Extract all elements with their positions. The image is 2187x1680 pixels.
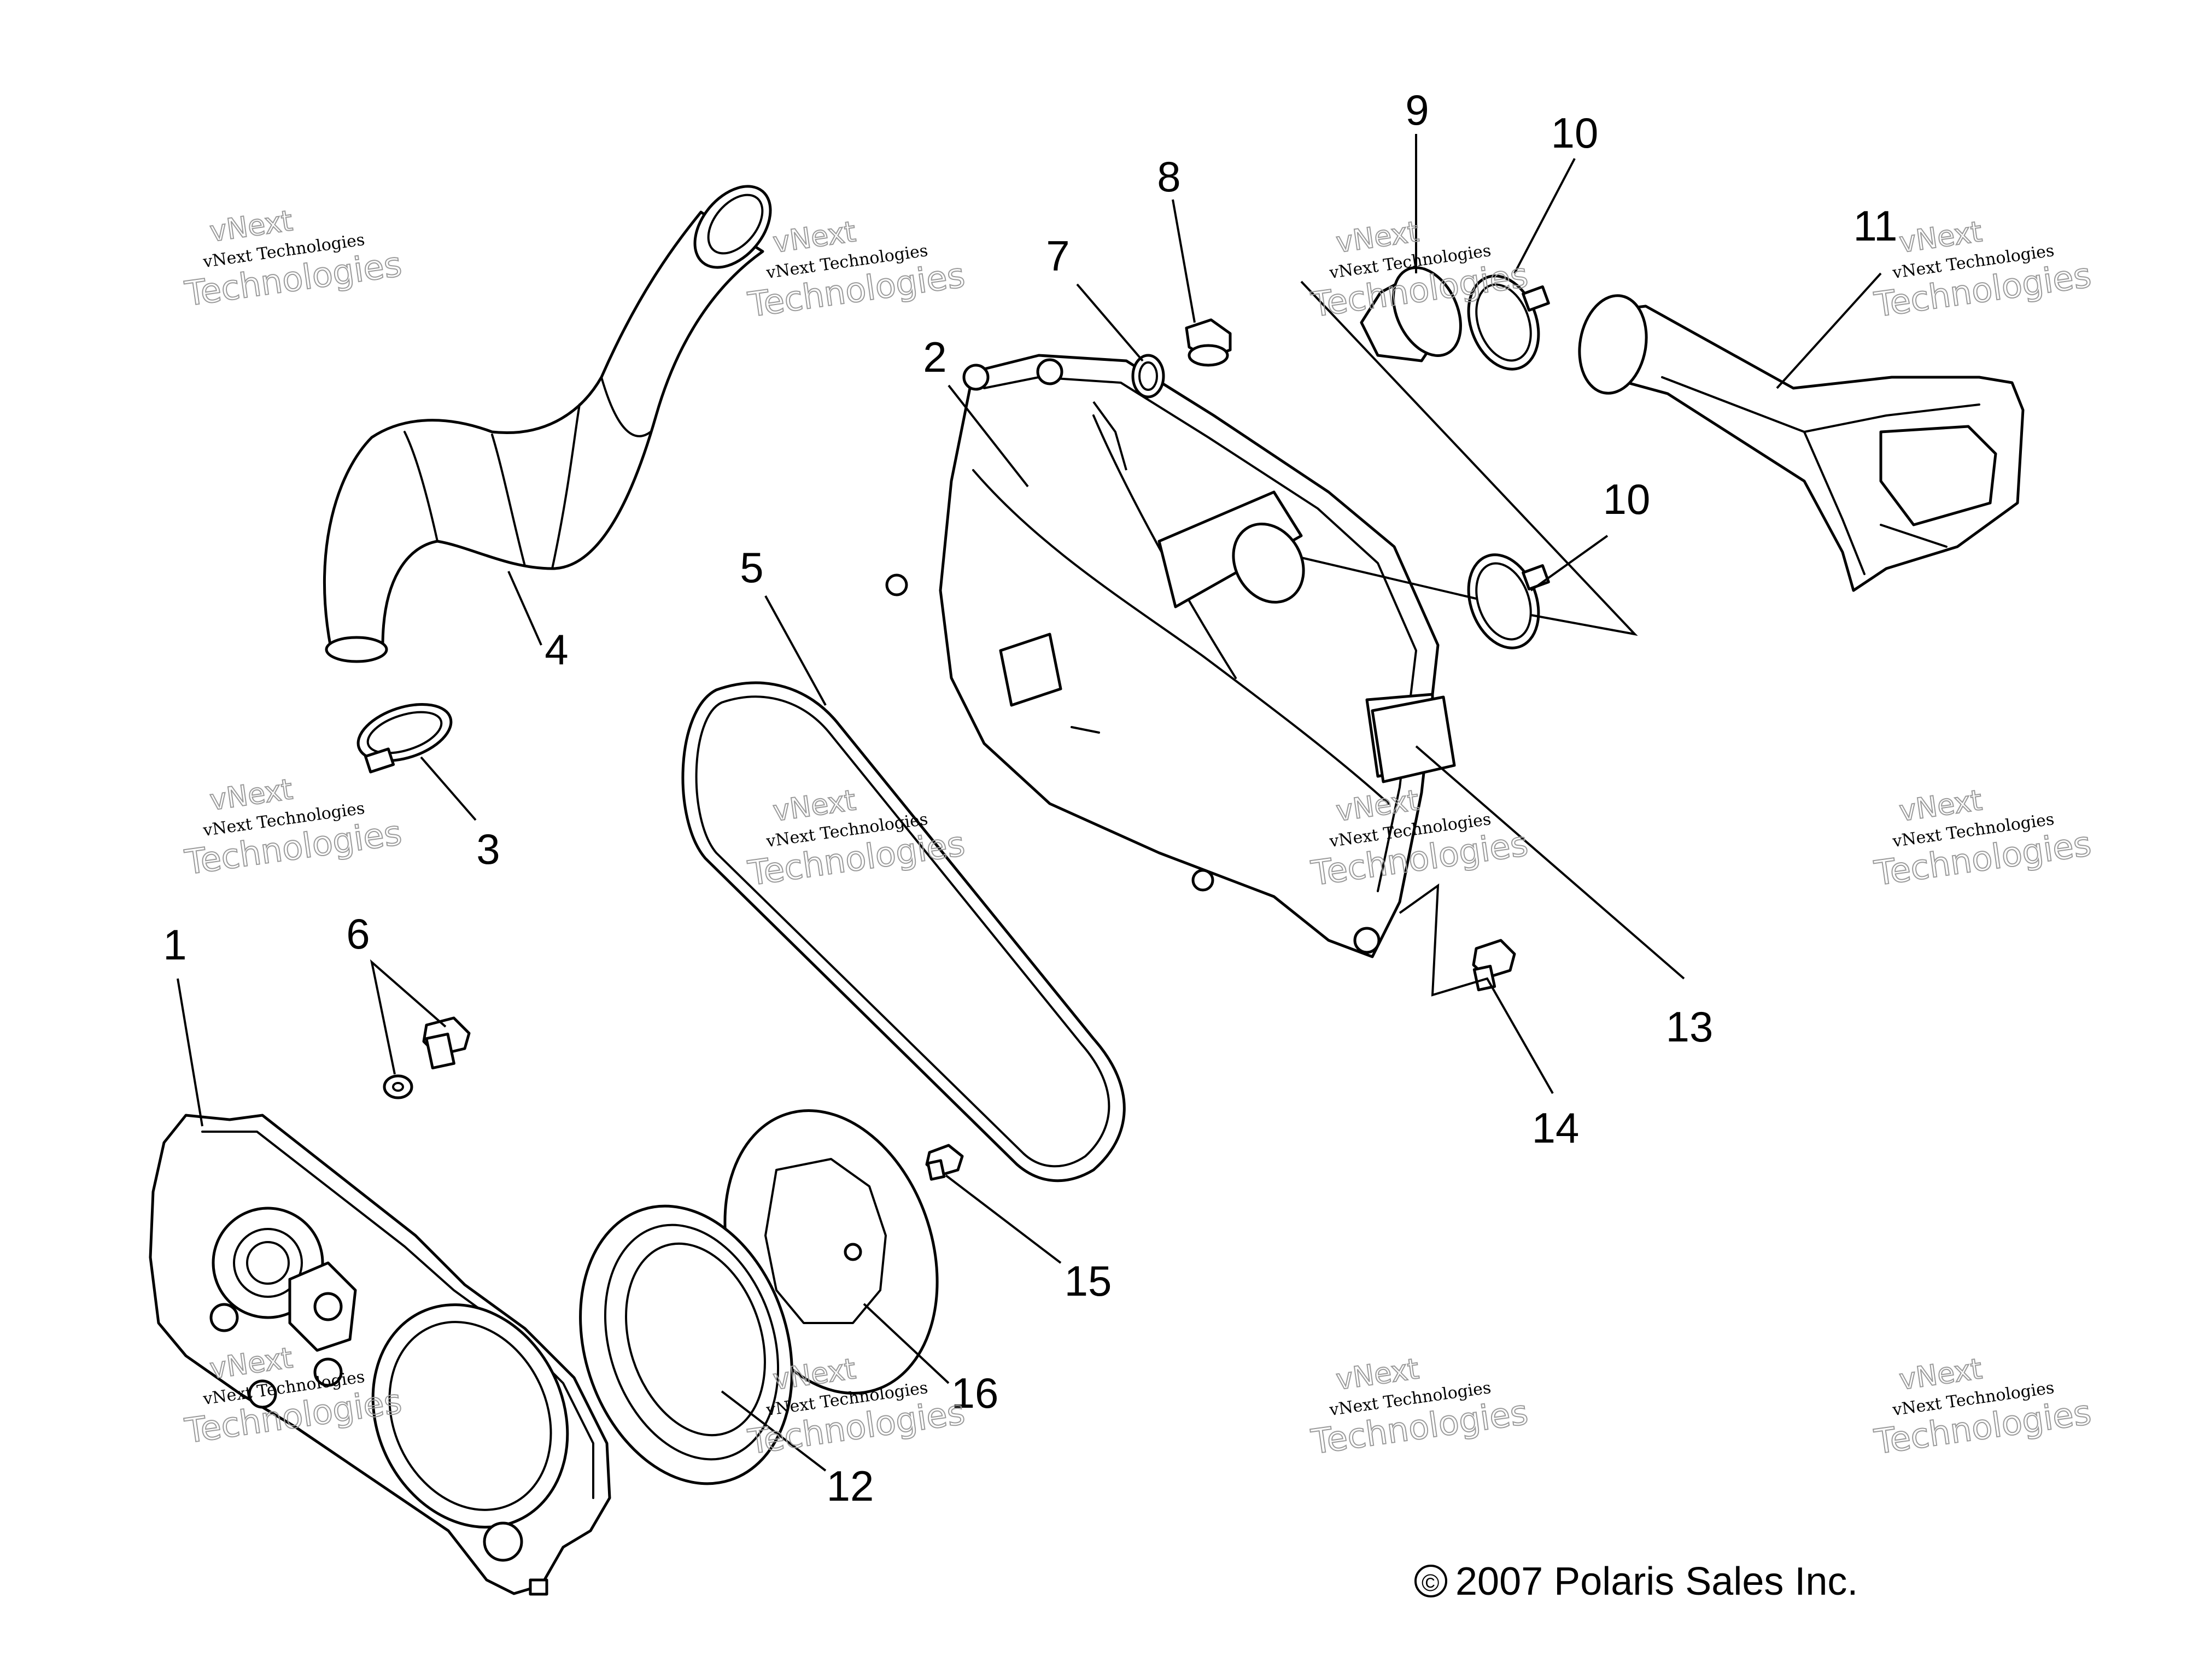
copyright-notice: © 2007 Polaris Sales Inc.: [1414, 1560, 1858, 1603]
callout-numbers: 1 2 3 4 5 6 7 8 9 10 10 11 12 13 14 15 1…: [163, 86, 1897, 1510]
leader-5: [764, 595, 827, 706]
leader-16: [863, 1303, 950, 1384]
part-1-inner-clutch-cover: [149, 1114, 611, 1596]
part-15-screw: [925, 1144, 964, 1181]
copyright-symbol: ©: [1422, 1570, 1439, 1596]
callout-15: 15: [1065, 1257, 1112, 1305]
leader-4: [507, 571, 542, 646]
watermark: vNext vNext Technologies Technologies: [182, 204, 405, 314]
leader-1: [177, 978, 203, 1127]
watermark: vNext vNext Technologies Technologies: [1871, 783, 2094, 894]
part-8-plug: [1185, 318, 1232, 367]
part-7-o-ring: [1131, 354, 1165, 399]
leader-14: [1399, 883, 1554, 1094]
leader-11: [1776, 272, 1882, 389]
watermark: vNext vNext Technologies Technologies: [1871, 215, 2094, 325]
leader-2-to-10: [1301, 557, 1477, 600]
part-4-outlet-duct: [323, 185, 772, 663]
part-10-clamp-lower: [1467, 553, 1550, 649]
leader-13: [1415, 745, 1685, 980]
watermark: vNext vNext Technologies Technologies: [1871, 1352, 2094, 1462]
callout-3: 3: [476, 825, 500, 873]
leader-2: [948, 384, 1029, 488]
copyright-circle-icon: [1414, 1565, 1447, 1597]
callout-9: 9: [1405, 86, 1429, 134]
callout-7: 7: [1046, 232, 1069, 280]
callout-13: 13: [1666, 1003, 1714, 1051]
copyright-text: 2007 Polaris Sales Inc.: [1455, 1560, 1858, 1603]
part-5-drive-belt: [681, 681, 1126, 1183]
leader-15: [945, 1174, 1062, 1264]
callout-4: 4: [545, 625, 568, 674]
part-10-clamp-upper: [1467, 274, 1550, 371]
callout-1: 1: [163, 921, 186, 969]
callout-5: 5: [740, 543, 763, 592]
leader-10a: [1513, 158, 1576, 274]
leader-7-2-connector: [1092, 401, 1127, 471]
watermark: vNext vNext Technologies Technologies: [745, 215, 968, 325]
leader-3: [420, 756, 477, 821]
callout-14: 14: [1532, 1104, 1580, 1152]
part-6-bolt-washer: [383, 1016, 471, 1099]
leader-12: [721, 1390, 827, 1472]
part-3-hose-clamp: [356, 703, 453, 774]
callout-16: 16: [951, 1369, 999, 1417]
watermark: vNext vNext Technologies Technologies: [182, 772, 405, 883]
callout-2: 2: [923, 333, 946, 381]
watermark: vNext vNext Technologies Technologies: [1308, 1352, 1531, 1462]
callout-8: 8: [1157, 153, 1180, 201]
callout-11: 11: [1853, 202, 1898, 250]
leader-8: [1172, 199, 1196, 323]
leader-6: [370, 959, 447, 1075]
callout-10-lower: 10: [1603, 475, 1651, 523]
callout-12: 12: [827, 1462, 874, 1510]
leader-7: [1076, 283, 1144, 362]
part-9-boot: [1360, 266, 1462, 362]
callout-10-upper: 10: [1551, 109, 1599, 157]
leader-10b: [1530, 535, 1609, 592]
part-12-seal: [579, 1204, 793, 1485]
part-14-screw: [1472, 939, 1516, 992]
leader-10-bracket: [1300, 280, 1638, 636]
callout-6: 6: [346, 910, 370, 958]
leader-lines: [177, 134, 1882, 1472]
part-11-intake-duct: [1578, 294, 2025, 592]
